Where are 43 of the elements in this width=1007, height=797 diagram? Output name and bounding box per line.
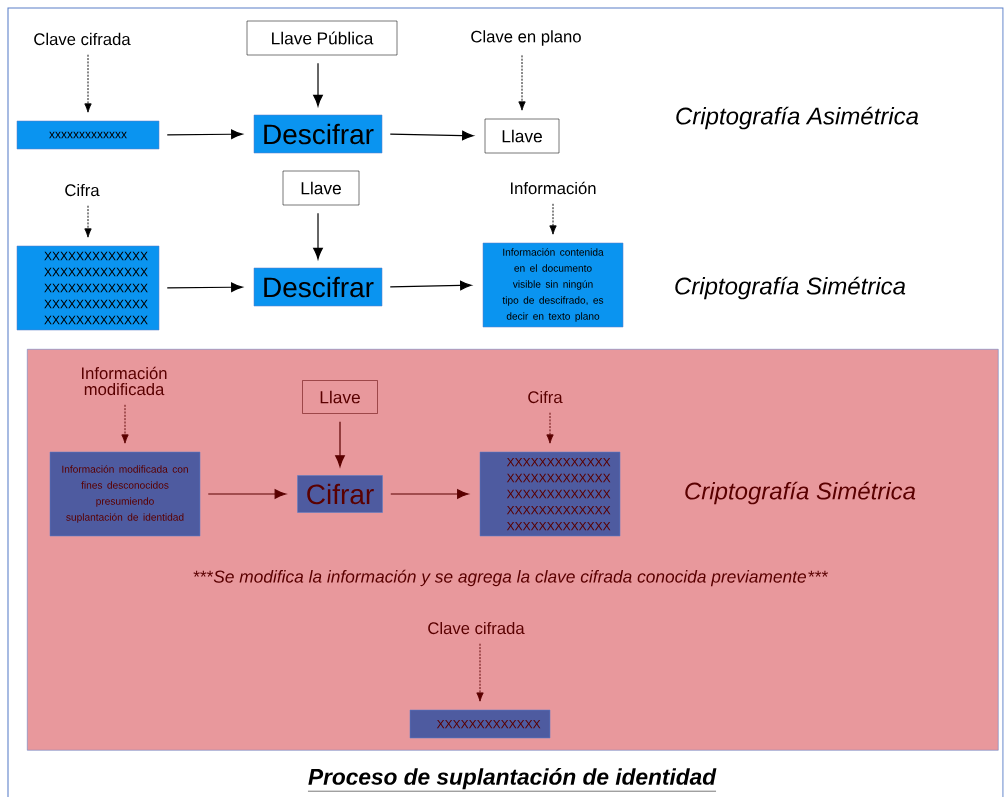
arrow <box>84 205 92 238</box>
arrow <box>390 489 469 499</box>
arrow <box>546 412 554 444</box>
cipher-box: XXXXXXXXXXXXX <box>409 709 551 739</box>
arrow <box>389 280 472 291</box>
cipher-box: xxxxxxxxxxxxx <box>16 120 160 150</box>
asterisks: *** <box>193 570 214 577</box>
key-box: Llave <box>484 118 560 154</box>
key-box: Llave <box>282 170 360 206</box>
heading-text: Criptografía Simétrica <box>685 481 916 505</box>
cipher-box: XXXXXXXXXXXXX XXXXXXXXXXXXX XXXXXXXXXXXXX XXXXXXXXXXXXX XXXXXXXXXXXXX <box>479 451 621 537</box>
arrow <box>166 282 243 293</box>
arrow <box>166 129 243 140</box>
key-box: Llave <box>302 380 378 414</box>
heading-text: Criptografía Simétrica <box>675 276 906 300</box>
arrow <box>207 489 287 499</box>
arrow <box>518 54 526 111</box>
caption-text: Información modificada <box>82 366 167 396</box>
heading-text: Criptografía Asimétrica <box>676 106 919 130</box>
arrow <box>476 643 484 702</box>
caption-text: Clave en plano <box>471 30 581 46</box>
process-box: Descifrar <box>253 114 383 154</box>
arrow <box>389 130 474 141</box>
cipher-box: XXXXXXXXXXXXX XXXXXXXXXXXXX XXXXXXXXXXXXX XXXXXXXXXXXXX XXXXXXXXXXXXX <box>16 245 160 331</box>
process-box: Cifrar <box>297 475 383 513</box>
title: Proceso de suplantación de identidad <box>307 768 717 792</box>
arrow <box>549 203 557 235</box>
key-box: Llave Pública <box>246 20 398 56</box>
note-text: Se modifica la información y se agrega la clave cifrada conocida previamente <box>213 569 806 587</box>
arrow <box>313 62 323 107</box>
caption-text: Información <box>511 181 596 195</box>
process-box: Descifrar <box>253 267 383 307</box>
arrow <box>84 54 92 113</box>
arrow <box>121 404 129 444</box>
caption-text: Cifra <box>65 183 100 197</box>
caption-text: Cifra <box>528 390 563 404</box>
text-box: Información contenida en el documento visible sin ningún tipo de descifrado, es decir en texto plano <box>482 242 624 328</box>
arrow <box>313 212 323 260</box>
text-box: Información modificada con fines desconocidos presumiendo suplantación de identidad <box>49 451 201 537</box>
asterisks: *** <box>808 570 828 577</box>
caption-text: Clave cifrada <box>428 621 525 635</box>
caption-text: Clave cifrada <box>34 32 131 46</box>
arrow <box>335 421 345 467</box>
